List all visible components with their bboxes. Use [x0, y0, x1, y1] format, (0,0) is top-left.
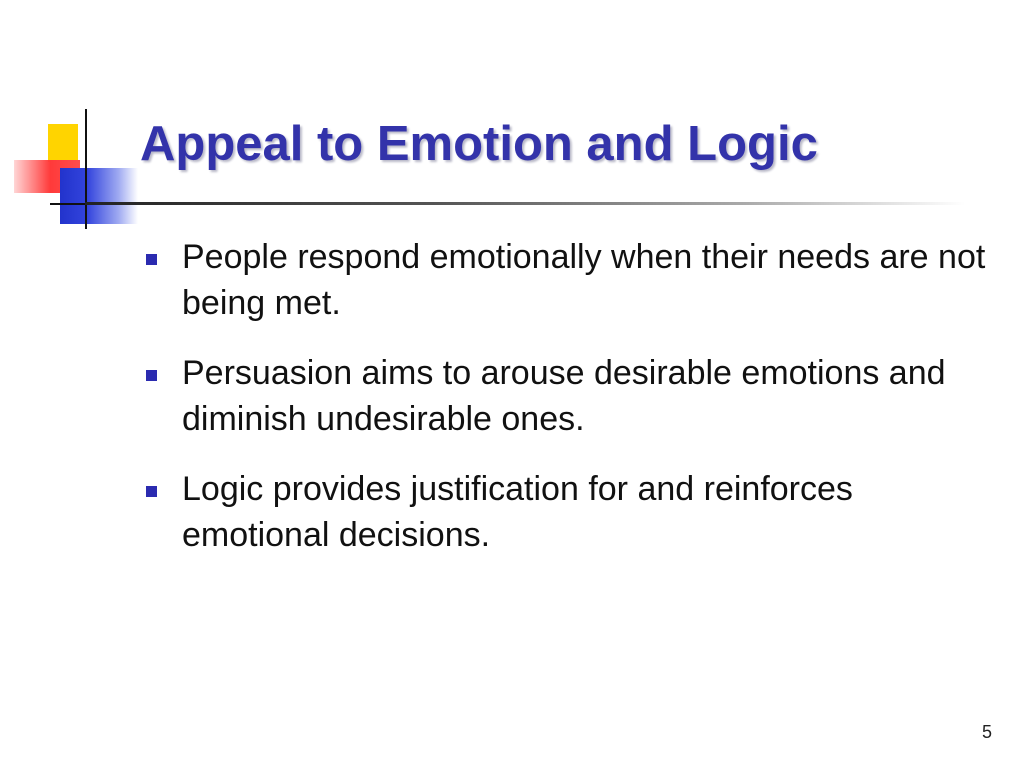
- bullet-text: Logic provides justification for and rei…: [182, 470, 853, 554]
- logo-blue-block: [60, 168, 138, 224]
- list-item: Logic provides justification for and rei…: [142, 466, 1002, 558]
- square-bullet-icon: [146, 370, 157, 381]
- square-bullet-icon: [146, 486, 157, 497]
- title-underline: [85, 202, 965, 205]
- logo-horizontal-line: [50, 203, 110, 205]
- list-item: People respond emotionally when their ne…: [142, 234, 1002, 326]
- bullet-list: People respond emotionally when their ne…: [142, 234, 1002, 582]
- logo-vertical-line: [85, 109, 87, 229]
- page-number: 5: [981, 722, 992, 742]
- decorative-logo: [0, 0, 150, 240]
- slide-title: Appeal to Emotion and Logic: [140, 117, 818, 171]
- logo-yellow-square: [48, 124, 78, 162]
- square-bullet-icon: [146, 254, 157, 265]
- bullet-text: People respond emotionally when their ne…: [182, 238, 986, 322]
- bullet-text: Persuasion aims to arouse desirable emot…: [182, 354, 946, 438]
- list-item: Persuasion aims to arouse desirable emot…: [142, 350, 1002, 442]
